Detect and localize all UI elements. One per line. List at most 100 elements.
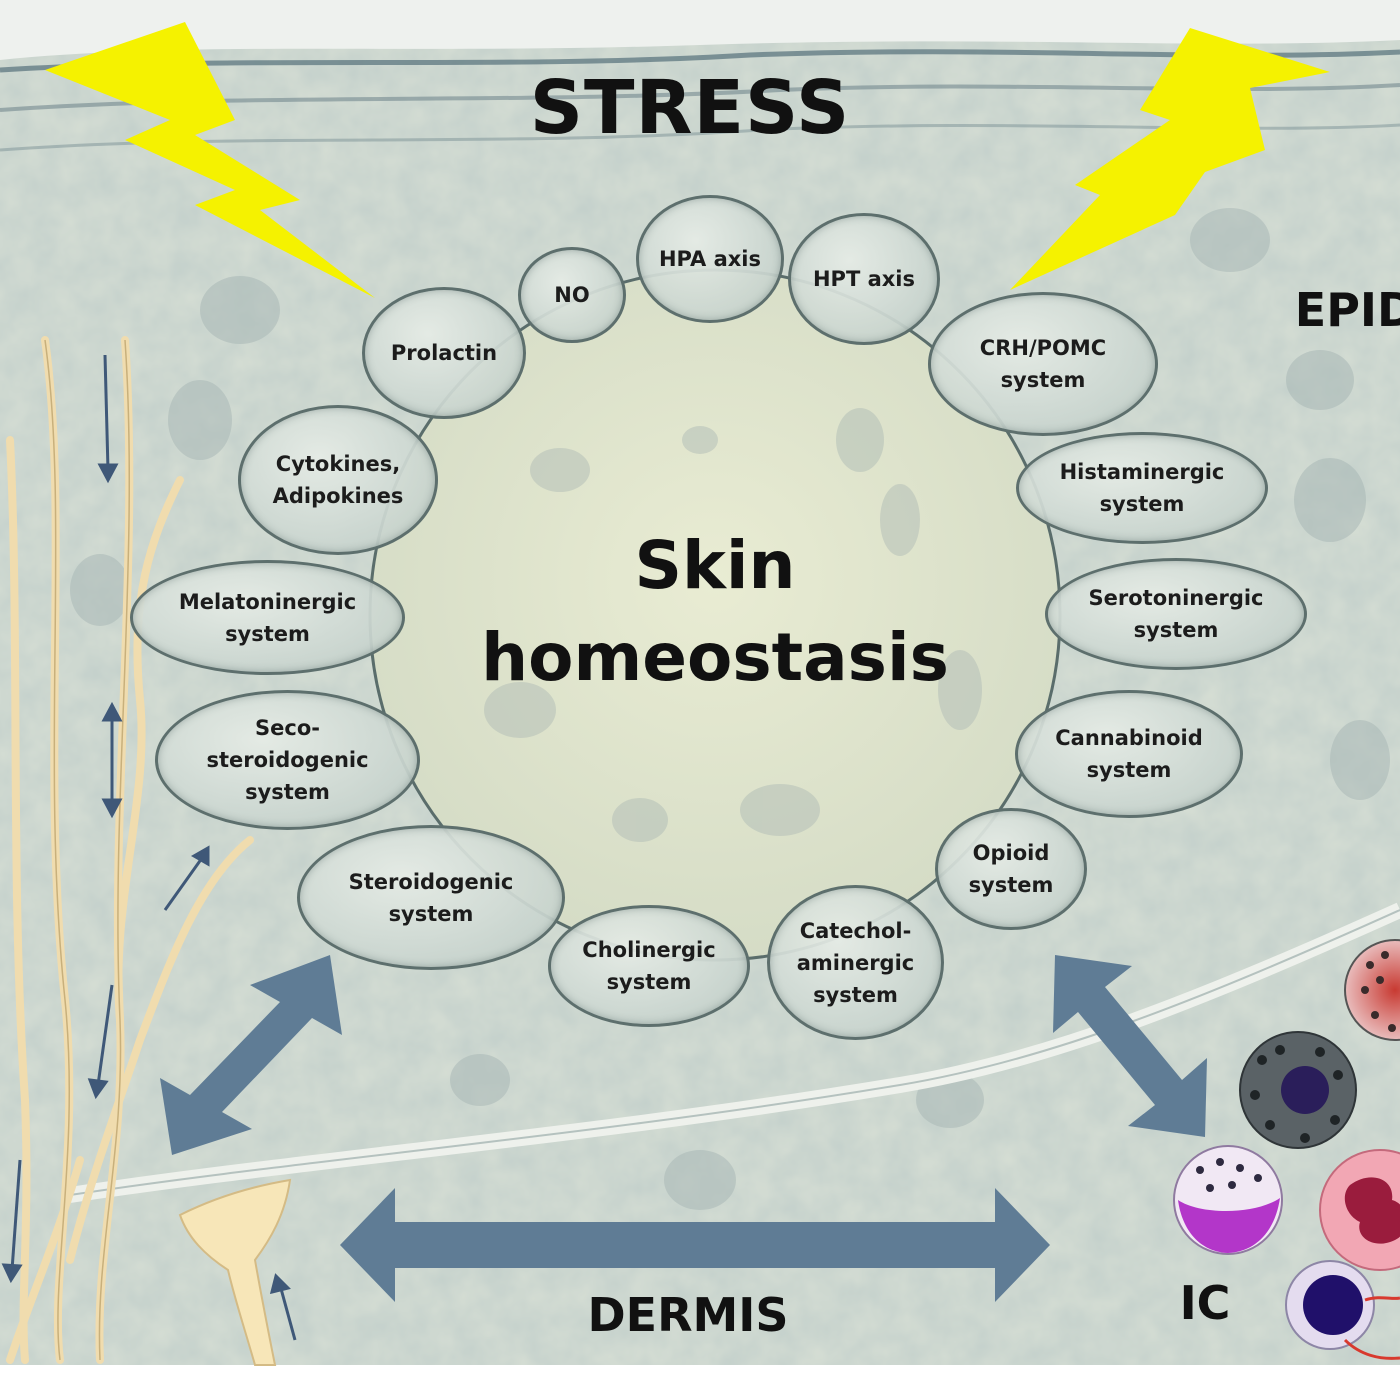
neutrophil-nucleus: [1344, 1177, 1400, 1244]
signal-arrowhead: [101, 798, 123, 819]
nerve-fibre-outline: [98, 339, 131, 1361]
node-histaminergic: Histaminergic system: [1016, 432, 1268, 544]
center-label: Skin homeostasis: [481, 527, 949, 696]
granule: [1236, 1164, 1244, 1172]
node-crh-pomc: CRH/POMC system: [928, 292, 1158, 436]
granule: [1216, 1158, 1224, 1166]
nucleus: [1190, 208, 1270, 272]
granule: [1196, 1166, 1204, 1174]
node-hpa-axis-label: HPA axis: [658, 247, 762, 271]
node-opioid: Opioid system: [935, 808, 1087, 930]
granule: [1265, 1120, 1275, 1130]
nucleus: [1286, 350, 1354, 410]
granule: [1376, 976, 1384, 984]
stratum-corneum-band: [0, 0, 1400, 60]
lymphocyte-nucleus: [1303, 1275, 1363, 1335]
node-cannabinoid: Cannabinoid system: [1015, 690, 1243, 818]
signal-arrowhead: [190, 845, 210, 867]
node-melatoninergic: Melatoninergic system: [130, 560, 405, 675]
node-melatoninergic-label: Melatoninergic system: [178, 589, 357, 646]
nerve-fibre: [114, 476, 184, 1024]
granule: [1228, 1181, 1236, 1189]
nucleus: [200, 276, 280, 344]
cell-organelle: [836, 408, 884, 472]
granule: [1257, 1055, 1267, 1065]
signal-arrow: [96, 984, 114, 1086]
immune-cell-process: [1343, 1338, 1400, 1360]
basophil-nucleus: [1281, 1066, 1329, 1114]
epidermis-label: EPID: [1294, 283, 1400, 337]
signal-arrow: [278, 1284, 297, 1341]
nucleus: [664, 1150, 736, 1210]
node-hpa-axis: HPA axis: [636, 195, 784, 323]
node-no: NO: [518, 247, 626, 343]
eosinophil-granules: [1196, 1158, 1262, 1192]
node-cannabinoid-label: Cannabinoid system: [1055, 726, 1203, 782]
granule: [1300, 1133, 1310, 1143]
node-cholinergic-label: Cholinergic system: [582, 938, 716, 994]
nerve-signal-arrows: [1, 354, 297, 1341]
node-catecholaminergic: Catechol- aminergic system: [767, 885, 944, 1040]
signal-arrowhead: [1, 1263, 23, 1284]
basophil-granules: [1250, 1045, 1343, 1143]
basement-membrane-edge: [69, 909, 1400, 1196]
granule: [1275, 1045, 1285, 1055]
node-serotoninergic: Serotoninergic system: [1045, 558, 1307, 670]
immune-cell-process: [1364, 1296, 1400, 1302]
cell-organelle: [484, 682, 556, 738]
granule: [1381, 951, 1389, 959]
nerve-fibre: [6, 1156, 84, 1364]
dermis-label: DERMIS: [587, 1288, 789, 1342]
arrow-left-diagonal: [160, 955, 342, 1155]
cell-organelle: [612, 798, 668, 842]
node-histaminergic-label: Histaminergic system: [1059, 460, 1225, 516]
node-prolactin: Prolactin: [362, 287, 526, 419]
granule: [1371, 1011, 1379, 1019]
node-no-label: NO: [554, 283, 590, 307]
granule: [1254, 1174, 1262, 1182]
immune-cells: [1173, 939, 1400, 1360]
mast-cell-granules: [1361, 951, 1396, 1032]
neuron-body: [178, 1178, 292, 1366]
nerve-fibre: [66, 836, 254, 1264]
signal-arrow: [10, 1159, 22, 1271]
cell-organelle: [880, 484, 920, 556]
cell-organelle: [740, 784, 820, 836]
mast-cell: [1344, 939, 1400, 1041]
node-hpt-axis-label: HPT axis: [812, 267, 916, 291]
arrow-right-diagonal: [1053, 955, 1207, 1137]
central-cell-texture: [484, 408, 982, 842]
node-opioid-label: Opioid system: [968, 841, 1054, 897]
node-catecholaminergic-label: Catechol- aminergic system: [796, 918, 915, 1007]
node-secosteroidogenic: Seco- steroidogenic system: [155, 690, 420, 830]
signal-arrowhead: [101, 701, 123, 722]
granule: [1388, 1024, 1396, 1032]
granule: [1206, 1184, 1214, 1192]
immune-cells-label: IC: [1179, 1276, 1231, 1330]
node-hpt-axis: HPT axis: [788, 213, 940, 345]
nucleus: [1294, 458, 1366, 542]
node-cytokines-adipokines-label: Cytokines, Adipokines: [272, 452, 404, 508]
node-steroidogenic-label: Steroidogenic system: [348, 869, 514, 926]
lightning-bolt-right: [1010, 28, 1330, 290]
nucleus: [1330, 720, 1390, 800]
node-serotoninergic-label: Serotoninergic system: [1088, 586, 1264, 642]
bottom-margin: [0, 1365, 1400, 1400]
cell-organelle: [530, 448, 590, 492]
node-secosteroidogenic-label: Seco- steroidogenic system: [206, 716, 369, 804]
node-cholinergic: Cholinergic system: [548, 905, 750, 1027]
arrow-dermis-horizontal: [340, 1188, 1050, 1302]
granule: [1361, 986, 1369, 994]
signal-arrow: [103, 354, 110, 471]
nerve-fibre: [6, 436, 31, 1364]
signal-arrowhead: [269, 1273, 291, 1295]
nerve-fibre-outline: [44, 339, 71, 1361]
cell-organelle: [938, 650, 982, 730]
stress-title: STRESS: [529, 65, 851, 151]
node-steroidogenic: Steroidogenic system: [297, 825, 565, 970]
nucleus: [450, 1054, 510, 1106]
granule: [1366, 961, 1374, 969]
signal-arrowhead: [87, 1078, 109, 1100]
node-cytokines-adipokines: Cytokines, Adipokines: [238, 405, 438, 555]
